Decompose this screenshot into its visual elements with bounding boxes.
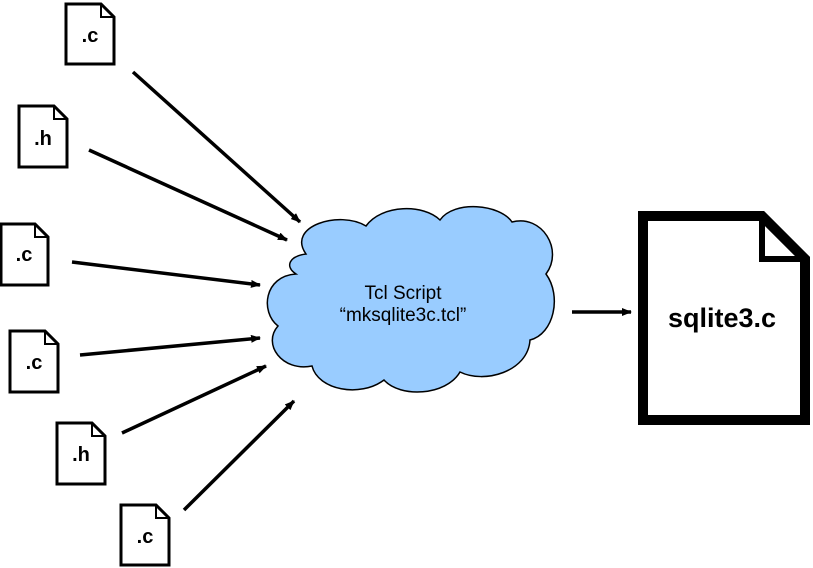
file-ext-label: .c	[26, 352, 43, 374]
arrow-input-2	[88, 148, 288, 242]
file-icon	[119, 503, 171, 567]
file-icon	[8, 329, 60, 394]
tcl-script-cloud: Tcl Script “mksqlite3c.tcl”	[266, 206, 555, 393]
file-icon	[64, 2, 116, 66]
cloud-shape	[266, 206, 555, 393]
file-fold	[759, 216, 805, 262]
file-ext-label: .h	[34, 128, 52, 150]
file-ext-label: .h	[72, 444, 90, 466]
file-icon	[17, 104, 69, 169]
input-file-c-3: .c	[8, 329, 60, 394]
arrow-input-5	[121, 364, 267, 435]
arrow-input-6	[182, 399, 296, 512]
output-filename: sqlite3.c	[668, 303, 776, 333]
output-file: sqlite3.c	[638, 211, 810, 425]
cloud-script-name: “mksqlite3c.tcl”	[340, 305, 467, 326]
input-file-h-2: .h	[55, 421, 107, 486]
input-file-c-4: .c	[119, 503, 171, 567]
arrow-input-4	[79, 334, 261, 357]
file-ext-label: .c	[82, 25, 99, 47]
input-file-c-2: .c	[0, 222, 50, 287]
file-icon	[0, 222, 50, 287]
file-icon	[638, 211, 810, 425]
arrow-input-3	[71, 260, 261, 288]
input-file-h-1: .h	[17, 104, 69, 169]
file-ext-label: .c	[16, 244, 33, 266]
arrow-input-1	[131, 70, 302, 224]
cloud-title: Tcl Script	[364, 283, 442, 304]
input-file-c-1: .c	[64, 2, 116, 66]
file-icon	[55, 421, 107, 486]
file-ext-label: .c	[137, 526, 154, 548]
